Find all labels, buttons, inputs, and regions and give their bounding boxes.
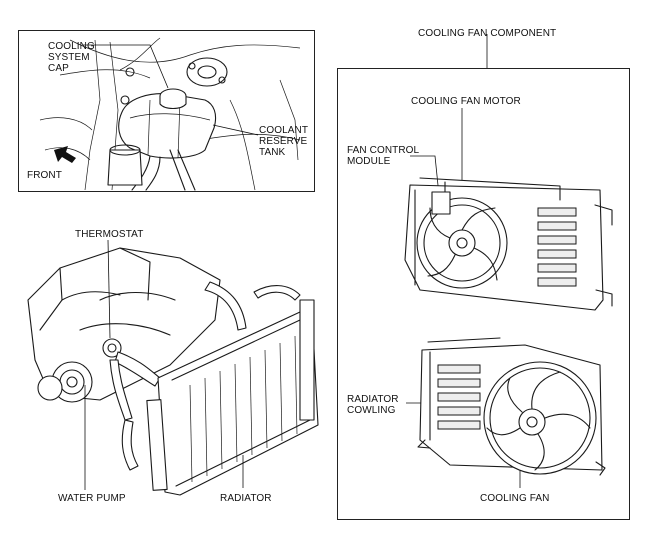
- reserve-tank-detail-frame: [18, 30, 315, 192]
- front-arrow-icon: [54, 146, 76, 163]
- cooling-fan-component-frame: [337, 68, 630, 520]
- label-cooling-system-cap: COOLING SYSTEM CAP: [48, 41, 95, 74]
- label-cooling-fan-component: COOLING FAN COMPONENT: [418, 28, 557, 39]
- radiator-illustration: [146, 299, 319, 496]
- cooling-fan-assembly-upper: [404, 177, 613, 311]
- label-cooling-fan-motor: COOLING FAN MOTOR: [411, 96, 521, 107]
- label-radiator: RADIATOR: [220, 493, 272, 504]
- label-radiator-cowling: RADIATOR COWLING: [347, 394, 399, 416]
- label-front: FRONT: [27, 170, 62, 181]
- label-fan-control-module: FAN CONTROL MODULE: [347, 145, 420, 167]
- engine-bay-illustration: [39, 37, 301, 191]
- label-water-pump: WATER PUMP: [58, 493, 126, 504]
- engine-illustration: [27, 247, 301, 471]
- label-coolant-reserve-tank: COOLANT RESERVE TANK: [259, 125, 309, 158]
- cooling-fan-assembly-lower: [417, 337, 606, 476]
- label-thermostat: THERMOSTAT: [75, 229, 144, 240]
- label-cooling-fan: COOLING FAN: [480, 493, 550, 504]
